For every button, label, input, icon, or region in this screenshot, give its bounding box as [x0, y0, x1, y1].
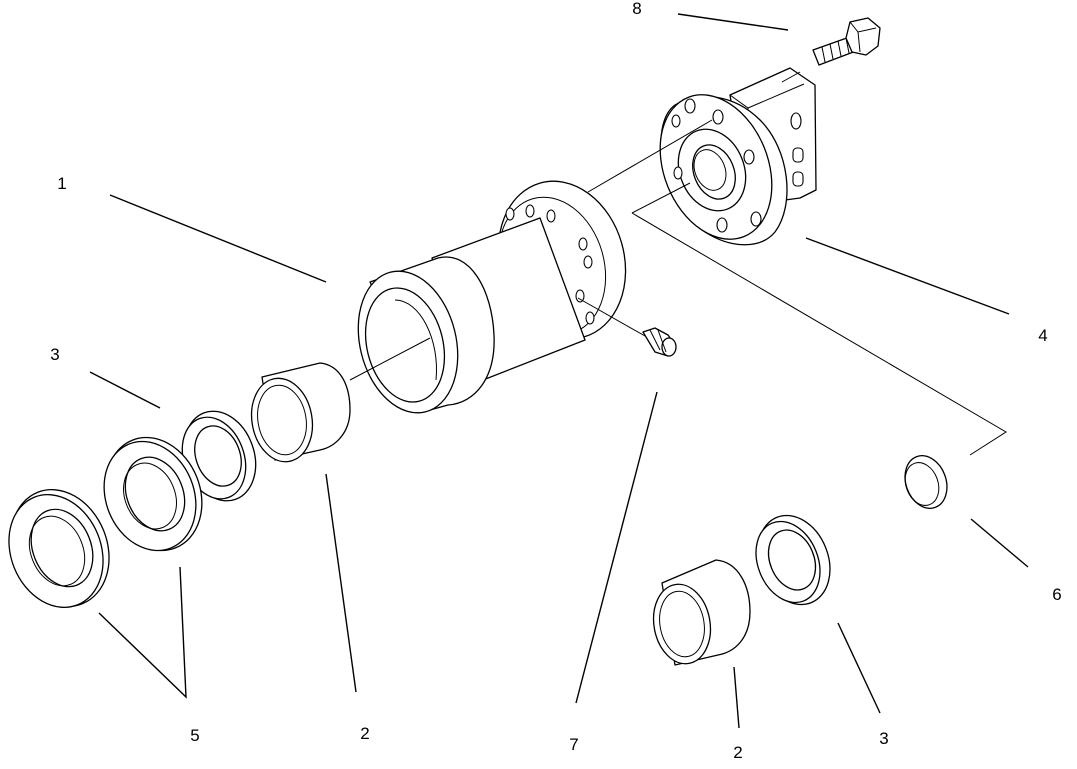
callout-7: 7: [569, 735, 578, 754]
callout-8: 8: [632, 0, 641, 18]
part-8-hex-bolt: [812, 17, 881, 66]
leader-3-right: [837, 622, 881, 714]
leader-2-right: [733, 666, 740, 729]
leader-5: [98, 566, 187, 699]
callout-4: 4: [1038, 326, 1047, 345]
leader-3-left: [89, 371, 161, 409]
callout-5: 5: [190, 726, 199, 745]
part-3-ring-left: [181, 410, 257, 502]
callout-3-left: 3: [50, 345, 59, 364]
leader-8: [677, 13, 789, 31]
part-1-hub: [357, 180, 627, 414]
callout-labels: 1 8 4 3 6 5 2 7 2 3: [50, 0, 1061, 762]
callout-6: 6: [1052, 585, 1061, 604]
leader-7: [575, 391, 658, 704]
part-2-bushing-left: [250, 362, 351, 463]
callout-1: 1: [57, 174, 66, 193]
callout-2-left: 2: [360, 724, 369, 743]
part-4-flange-housing: [659, 67, 817, 246]
leader-2-left: [325, 473, 357, 693]
part-2-bushing-right: [652, 559, 751, 666]
part-7-grease-fitting: [642, 327, 677, 357]
leader-lines: [89, 13, 1029, 729]
part-5-seals: [8, 436, 203, 609]
leader-1: [109, 194, 327, 283]
callout-3-right: 3: [879, 729, 888, 748]
leader-6: [970, 518, 1029, 568]
leader-4: [805, 237, 1010, 315]
part-6-small-ring: [904, 455, 948, 509]
callout-2-right: 2: [733, 743, 742, 762]
part-3-ring-right: [755, 514, 831, 606]
assembly-centerlines: [349, 71, 1007, 456]
